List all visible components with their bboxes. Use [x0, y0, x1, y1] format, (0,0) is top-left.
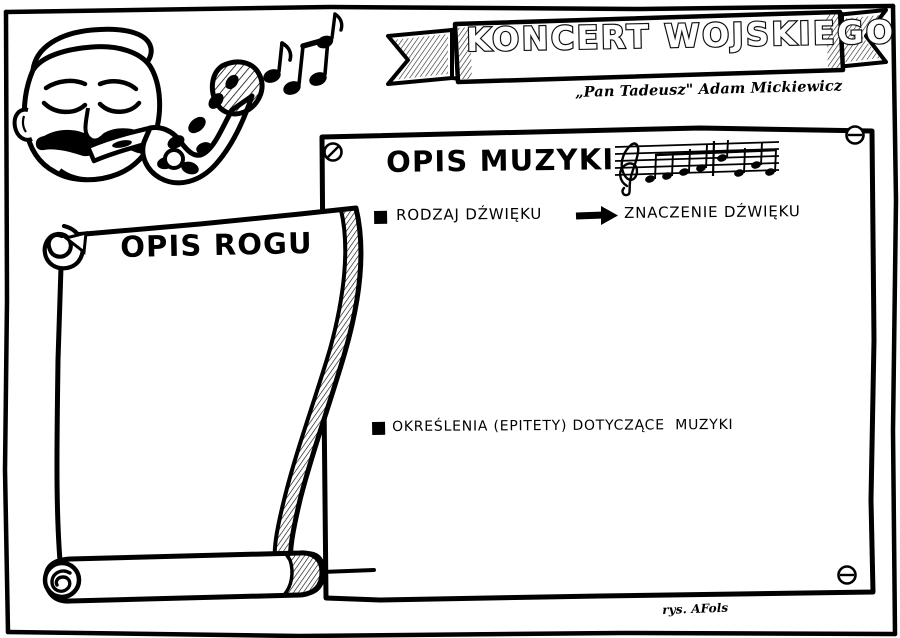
screw-top-left [323, 142, 343, 162]
bullet-item-label-2: OKREŚLENIA (EPITETY) DOTYCZĄCE MUZYKI [391, 416, 734, 435]
music-staff-icon [614, 139, 780, 197]
bullet-item-label-1: RODZAJ DŹWIĘKU [395, 204, 543, 224]
screw-bottom-right [837, 565, 857, 585]
artist-signature: rys. AFols [661, 600, 729, 617]
scroll-curl-bottom-icon [42, 560, 82, 600]
page-border [2, 3, 899, 638]
scroll-panel-heading: OPIS ROGU [119, 225, 314, 264]
arrow-right-icon [575, 206, 618, 225]
music-notes-icon [263, 12, 344, 95]
board-panel-heading: OPIS MUZYKI [385, 142, 615, 179]
man-playing-horn-illustration [12, 12, 344, 186]
title-ribbon-banner [386, 8, 888, 86]
board-panel [319, 125, 877, 603]
screw-top-right [845, 125, 865, 145]
bullet-item-result-label-1: ZNACZENIE DŹWIĘKU [623, 202, 801, 222]
banner-title: KONCERT WOJSKIEGO [465, 12, 897, 61]
scroll-curl-top-icon [42, 223, 88, 271]
paper-scroll [42, 205, 376, 604]
square-bullet-icon-1 [373, 210, 388, 224]
square-bullet-icon-2 [372, 421, 386, 435]
